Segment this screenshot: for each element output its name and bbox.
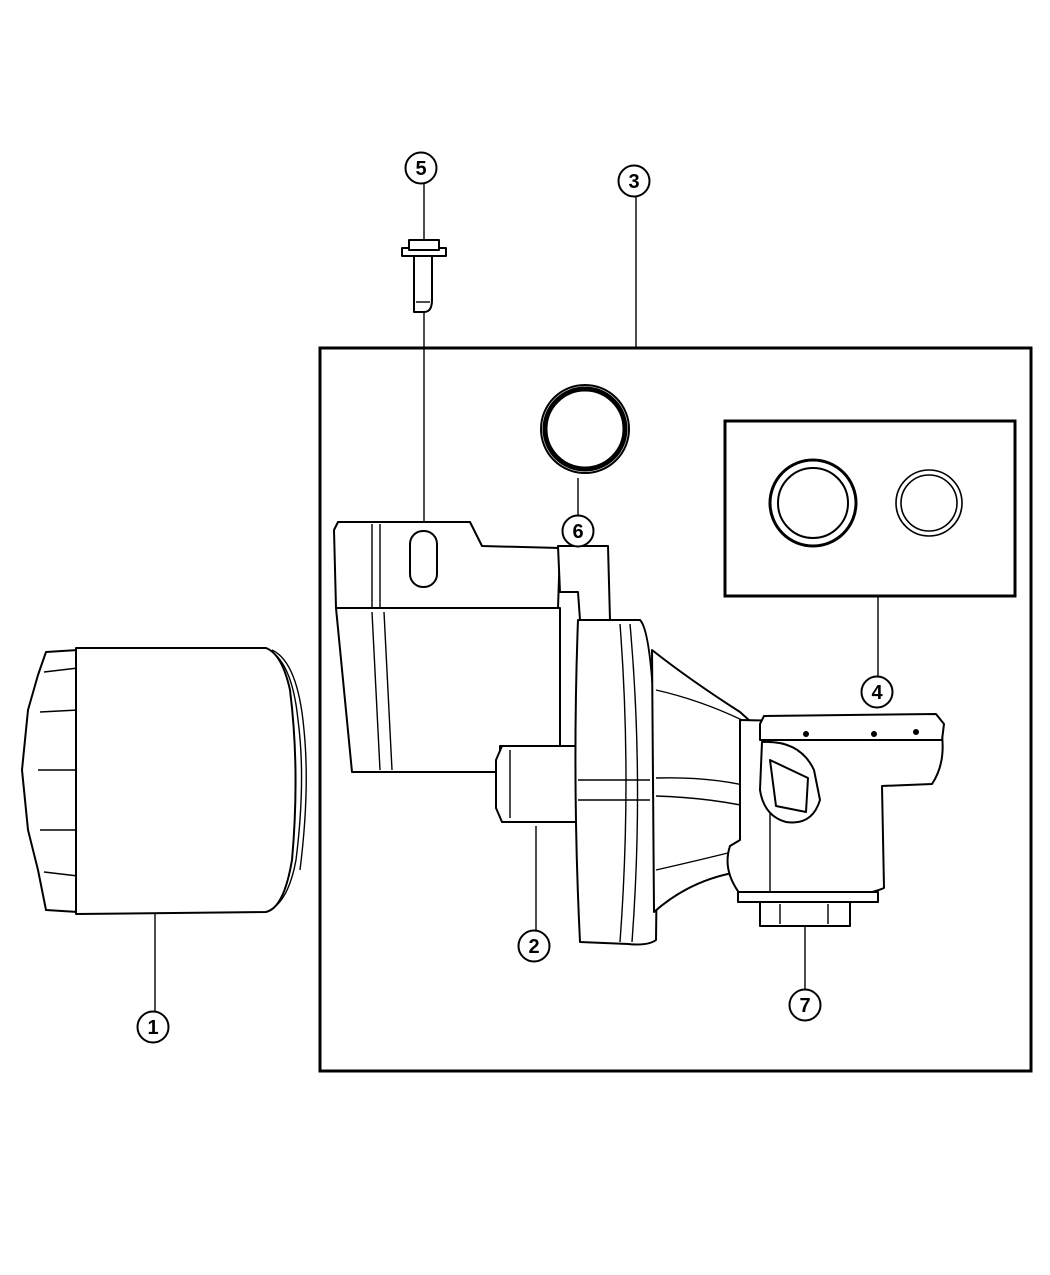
assembly-box (318, 346, 1033, 1073)
callout-7: 7 (788, 988, 822, 1022)
callout-2: 2 (517, 929, 551, 963)
svg-text:3: 3 (628, 171, 639, 193)
bolt[interactable] (401, 239, 447, 313)
callout-6: 6 (561, 514, 595, 548)
callout-3: 3 (617, 164, 651, 198)
svg-text:2: 2 (528, 936, 539, 958)
filter-housing[interactable] (333, 521, 945, 946)
callout-4: 4 (860, 675, 894, 709)
gasket-ring-small[interactable] (895, 469, 963, 537)
callout-5: 5 (404, 151, 438, 185)
gasket-ring-large[interactable] (768, 458, 858, 548)
oil-filter[interactable] (21, 647, 307, 915)
gasket-kit-box (723, 419, 1017, 598)
svg-text:7: 7 (799, 995, 810, 1017)
svg-text:4: 4 (871, 682, 883, 704)
o-ring-large[interactable] (540, 384, 630, 474)
svg-text:5: 5 (415, 158, 426, 180)
callout-1: 1 (136, 1010, 170, 1044)
svg-text:1: 1 (147, 1017, 158, 1039)
svg-text:6: 6 (572, 521, 583, 543)
